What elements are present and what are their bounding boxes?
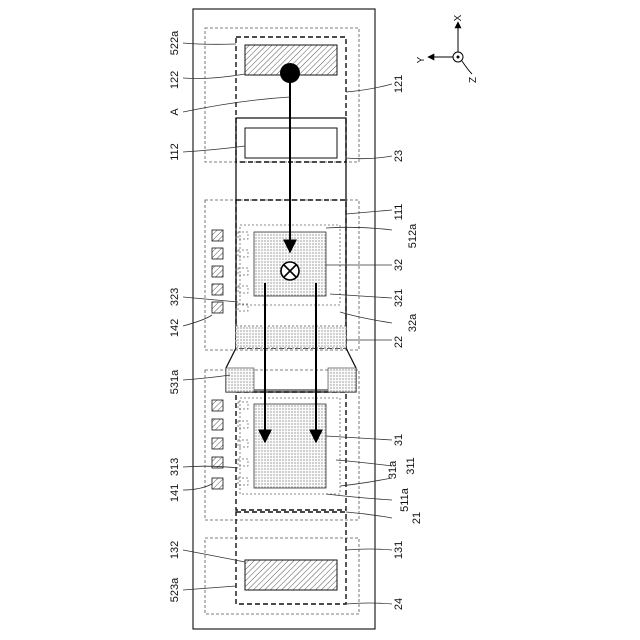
label-523a: 523a <box>169 577 181 602</box>
electrode-traces-323 <box>238 232 248 311</box>
electrode-pad <box>212 419 223 430</box>
coupler-right <box>328 368 356 392</box>
label-21: 21 <box>411 512 423 524</box>
electrode-trace <box>238 421 248 428</box>
label-31: 31 <box>393 434 405 446</box>
electrode-trace <box>238 478 248 485</box>
electrode-traces-313 <box>238 402 248 485</box>
label-112: 112 <box>169 143 181 161</box>
label-23: 23 <box>393 150 405 162</box>
cross-circle-icon <box>281 262 299 280</box>
electrode-trace <box>238 440 248 447</box>
label-32a: 32a <box>407 313 419 332</box>
label-311: 311 <box>405 457 417 475</box>
label-22: 22 <box>393 336 405 348</box>
label-142: 142 <box>169 319 181 337</box>
electrode-pad <box>212 230 223 241</box>
label-321: 321 <box>393 289 405 307</box>
label-512a: 512a <box>407 223 419 248</box>
coupler-band-upper <box>236 326 346 348</box>
electrode-pad <box>212 400 223 411</box>
electrode-trace <box>238 286 248 293</box>
label-511a: 511a <box>399 487 411 512</box>
electrode-trace <box>238 459 248 466</box>
label-141: 141 <box>169 484 181 502</box>
coupler-left <box>226 368 254 392</box>
label-111: 111 <box>393 204 405 221</box>
electrode-trace <box>238 268 248 275</box>
electrode-trace <box>238 232 248 239</box>
electrode-pad <box>212 248 223 259</box>
label-132: 132 <box>169 541 181 559</box>
pad-132 <box>245 560 337 590</box>
electrode-pad <box>212 438 223 449</box>
label-131: 131 <box>393 541 405 559</box>
label-a: A <box>169 108 181 116</box>
label-32: 32 <box>393 259 405 271</box>
label-122: 122 <box>169 71 181 89</box>
label-121: 121 <box>393 75 405 93</box>
electrode-pad <box>212 478 223 489</box>
axis-x-label: X <box>453 14 464 21</box>
electrode-trace <box>238 250 248 257</box>
label-522a: 522a <box>169 30 181 55</box>
axis-z-label: Z <box>468 77 479 83</box>
label-24: 24 <box>393 598 405 610</box>
electrode-trace <box>238 402 248 409</box>
label-531a: 531a <box>169 369 181 394</box>
axis-y-label: Y <box>416 56 427 63</box>
electrode-pad <box>212 302 223 313</box>
electrode-pad <box>212 284 223 295</box>
electrode-pads-141 <box>212 400 223 489</box>
outer-substrate <box>193 9 375 629</box>
label-313: 313 <box>169 458 181 476</box>
label-31a: 31a <box>387 460 399 479</box>
electrode-pad <box>212 266 223 277</box>
axes-indicator: X Y Z <box>416 14 479 83</box>
label-323: 323 <box>169 288 181 306</box>
